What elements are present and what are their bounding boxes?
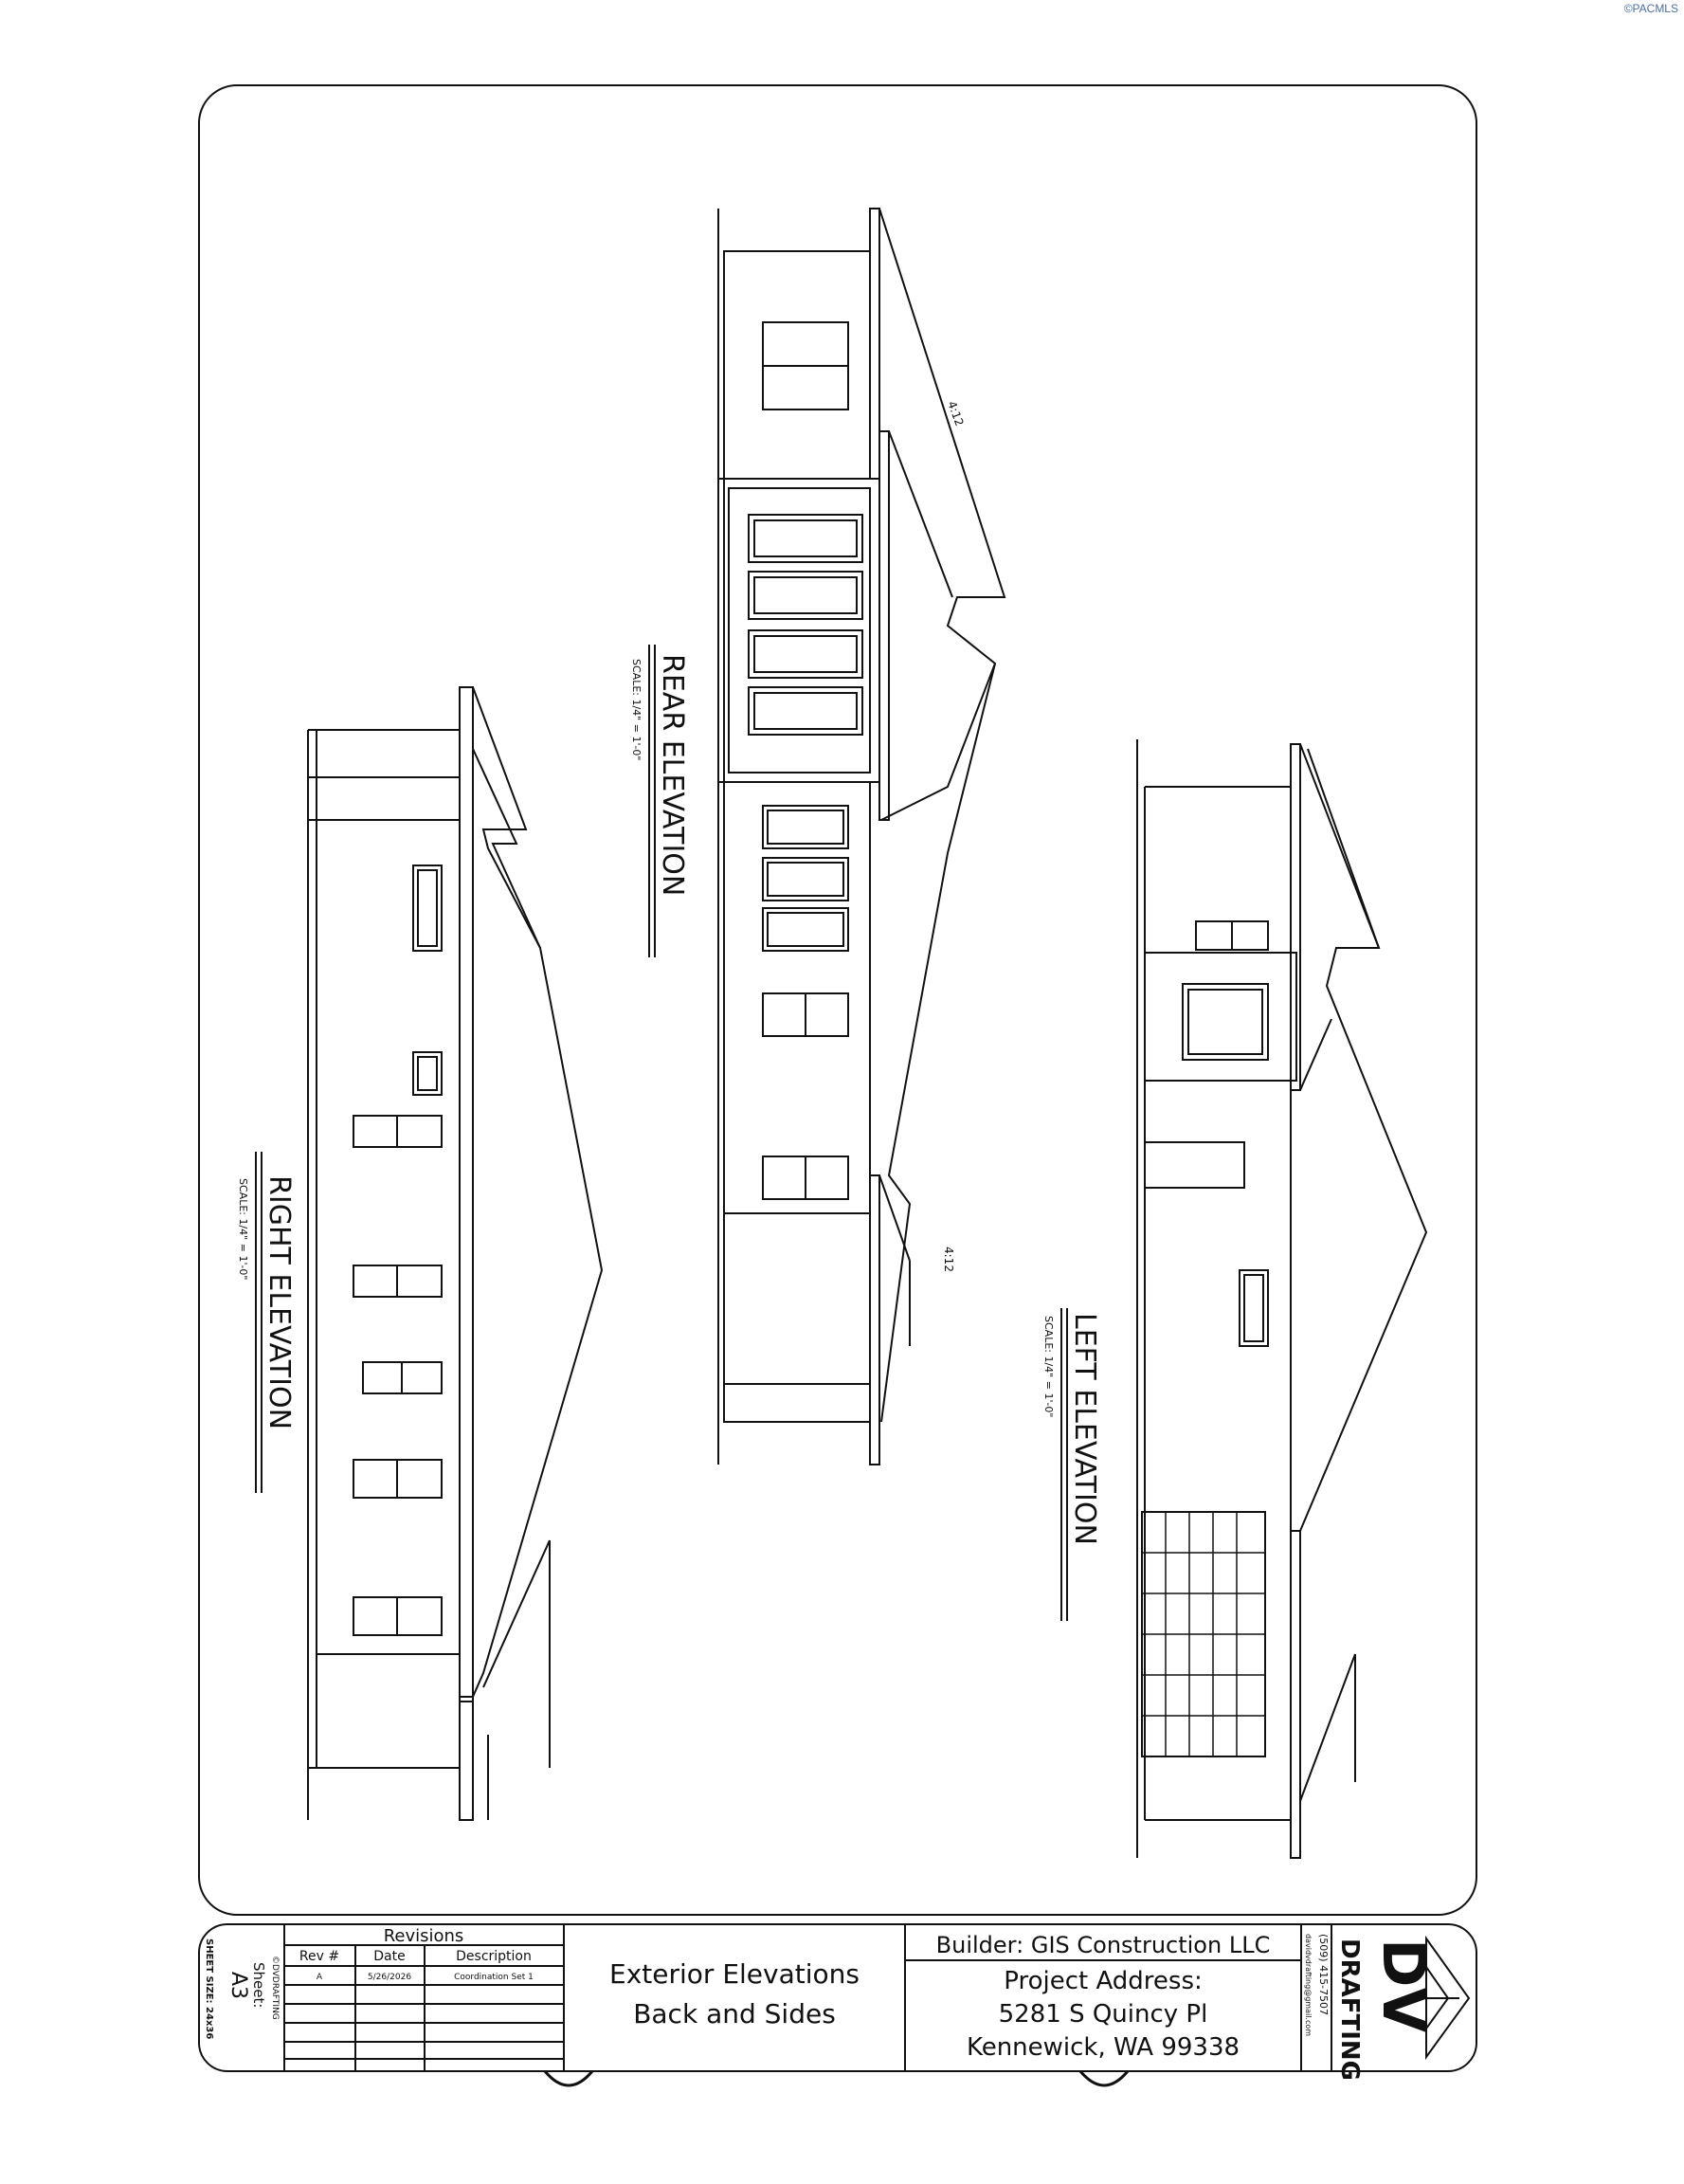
left-elevation-title: LEFT ELEVATION bbox=[1068, 1313, 1101, 1545]
copyright-label: ©DVDRAFTING bbox=[270, 1956, 280, 2020]
drawing-border bbox=[198, 84, 1477, 1916]
dv-logo-mark: DV bbox=[1369, 1938, 1439, 2032]
right-elevation-scale: SCALE: 1/4" = 1'-0" bbox=[237, 1178, 249, 1281]
contact-phone: (509) 415-7507 bbox=[1317, 1934, 1330, 2015]
drawing-title-line2: Back and Sides bbox=[633, 1998, 836, 2029]
revision-row-rev: A bbox=[317, 1973, 323, 1982]
rear-elevation-drawing bbox=[717, 208, 1006, 1465]
revisions-header-description: Description bbox=[456, 1949, 532, 1964]
right-elevation-drawing bbox=[307, 686, 604, 1821]
rear-roof-pitch-bottom: 4:12 bbox=[942, 1247, 955, 1272]
binding-mark-left bbox=[543, 2070, 594, 2087]
pacmls-watermark: ©PACMLS bbox=[1623, 2, 1678, 15]
revisions-title: Revisions bbox=[384, 1926, 464, 1946]
project-address-label: Project Address: bbox=[1004, 1967, 1203, 1995]
address-line1: 5281 S Quincy Pl bbox=[999, 2000, 1208, 2029]
binding-mark-right bbox=[1078, 2070, 1130, 2087]
dv-logo-triangle-icon bbox=[1425, 1935, 1471, 2061]
builder-name: Builder: GIS Construction LLC bbox=[936, 1932, 1271, 1958]
title-block-border bbox=[198, 1923, 1477, 2072]
sheet-number: A3 bbox=[226, 1972, 250, 1999]
right-elevation-title: RIGHT ELEVATION bbox=[263, 1175, 296, 1429]
contact-email: davidvdrafting@gmail.com bbox=[1304, 1934, 1313, 2036]
sheet-size-label: SHEET SIZE: 24x36 bbox=[204, 1938, 214, 2039]
drawing-title-line1: Exterior Elevations bbox=[609, 1958, 860, 1990]
rear-elevation-scale: SCALE: 1/4" = 1'-0" bbox=[630, 659, 643, 761]
revisions-header-rev: Rev # bbox=[299, 1949, 339, 1964]
dv-logo-text: DRAFTING bbox=[1335, 1938, 1364, 2081]
revision-row-description: Coordination Set 1 bbox=[454, 1973, 534, 1982]
rear-elevation-title: REAR ELEVATION bbox=[656, 654, 689, 896]
sheet-label: Sheet: bbox=[250, 1962, 267, 2008]
left-elevation-scale: SCALE: 1/4" = 1'-0" bbox=[1042, 1316, 1055, 1418]
left-elevation-drawing bbox=[1136, 739, 1428, 1859]
revision-row-date: 5/26/2026 bbox=[368, 1973, 411, 1982]
revisions-header-date: Date bbox=[373, 1949, 405, 1964]
address-line2: Kennewick, WA 99338 bbox=[967, 2033, 1240, 2062]
